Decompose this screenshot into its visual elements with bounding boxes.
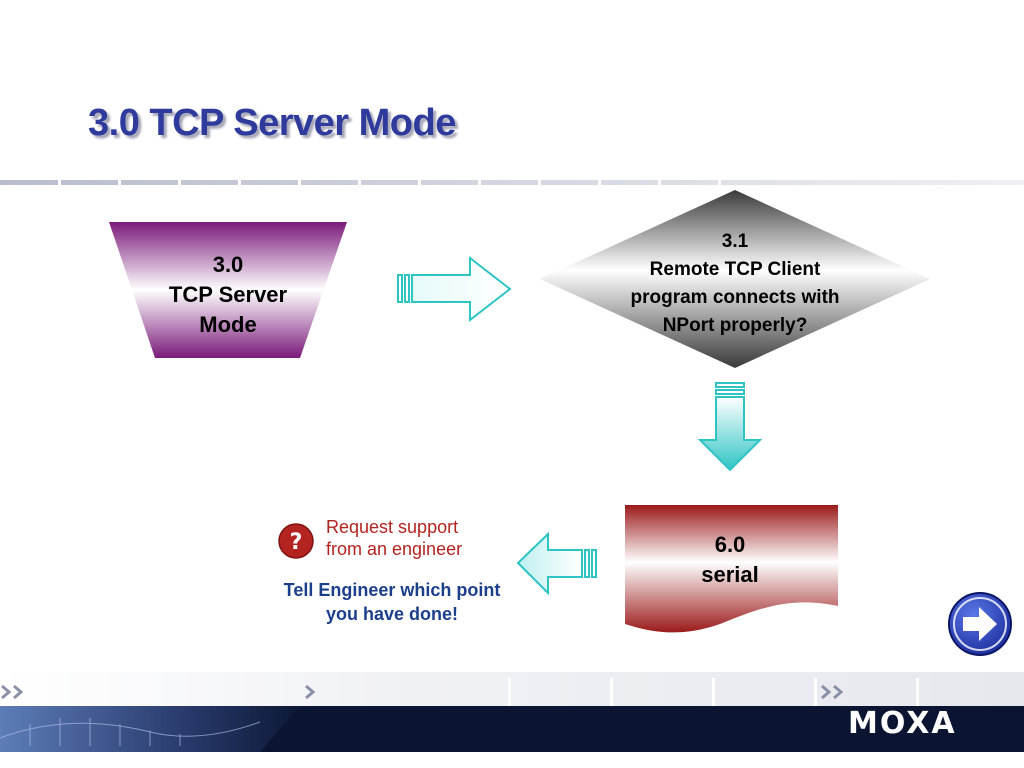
start-node-label-2: Mode (199, 312, 257, 337)
slide-title: 3.0 TCP Server Mode (88, 102, 456, 144)
request-support-line-2: from an engineer (326, 539, 463, 559)
serial-node-number: 6.0 (714, 532, 746, 557)
serial-node-label: serial (701, 562, 759, 587)
moxa-logo: MOXA (848, 706, 957, 741)
decision-node-number: 3.1 (721, 231, 749, 252)
request-support-label: Request support from an engineer (326, 516, 462, 560)
start-node[interactable]: 3.0 TCP Server Mode (130, 250, 326, 340)
request-support-line-1: Request support (326, 517, 459, 537)
bridge-image (0, 706, 300, 752)
svg-text:?: ? (290, 530, 303, 555)
decision-node-label-2: program connects with (630, 287, 840, 308)
serial-node-shape (625, 505, 838, 633)
footer-banner (0, 672, 1024, 768)
support-note-line-1: Tell Engineer which point (283, 580, 501, 600)
decision-node[interactable]: 3.1 Remote TCP Client program connects w… (590, 228, 880, 340)
chevron-right-icon (1, 684, 844, 700)
next-arrow-icon (963, 607, 997, 641)
start-node-number: 3.0 (212, 252, 244, 277)
question-icon: ? (278, 523, 314, 559)
support-note: Tell Engineer which point you have done! (262, 578, 522, 626)
decision-node-label-1: Remote TCP Client (649, 259, 821, 280)
arrow-left-icon (516, 531, 597, 596)
serial-node[interactable]: 6.0 serial (655, 530, 805, 590)
next-button[interactable] (946, 590, 1016, 660)
decision-node-shape (540, 190, 930, 368)
start-node-label-1: TCP Server (168, 282, 288, 307)
decision-node-label-3: NPort properly? (662, 315, 808, 336)
support-note-line-2: you have done! (325, 604, 459, 624)
arrow-down-icon (697, 382, 763, 472)
start-node-shape (109, 222, 347, 358)
title-divider (0, 180, 1024, 185)
arrow-right-icon (397, 255, 512, 323)
